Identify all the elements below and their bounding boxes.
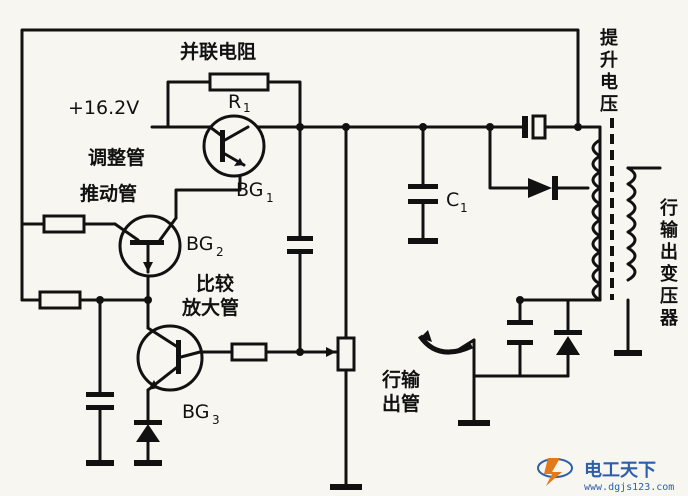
label-flyback-char-2: 输	[660, 219, 679, 241]
potentiometer-wiper	[326, 347, 336, 357]
flyback-primary-coil	[591, 138, 602, 302]
capacitor-c1	[408, 184, 438, 204]
label-boost-voltage-char-1: 提	[600, 27, 619, 49]
transistor-bg3	[136, 324, 204, 392]
label-boost-voltage-char-4: 压	[600, 94, 618, 115]
label-bg2: BG 2	[186, 233, 224, 259]
capacitor-feedback	[287, 236, 313, 254]
capacitor-left	[86, 392, 114, 410]
label-boost-voltage: 提 升 电 压	[600, 27, 619, 115]
label-r1-letter: R	[228, 91, 241, 113]
flyback-secondary-coil	[626, 166, 662, 282]
label-bg2-letters: BG	[186, 233, 213, 255]
watermark-brand: 电工天下	[584, 459, 656, 481]
label-bg3-letters: BG	[182, 401, 209, 423]
label-flyback-char-3: 出	[660, 241, 678, 263]
watermark-url: www.dgjs123.com	[584, 482, 674, 493]
watermark-logo	[537, 458, 573, 486]
label-parallel-resistor: 并联电阻	[180, 40, 256, 63]
watermark: 电工天下 www.dgjs123.com	[537, 458, 674, 493]
resistor-r1	[208, 72, 270, 92]
label-comparator-line2: 放大管	[181, 296, 239, 319]
label-c1-letter: C	[446, 189, 459, 211]
label-line-output-line1: 行输	[381, 368, 421, 391]
transistor-bg1	[202, 114, 266, 178]
line-output-tube	[417, 330, 476, 355]
label-c1: C 1	[446, 189, 468, 215]
diode-damper	[554, 330, 582, 355]
label-regulator-tube: 调整管	[88, 146, 145, 169]
resistor-base	[230, 342, 268, 362]
resistor-bias	[38, 290, 82, 310]
label-boost-voltage-char-3: 电	[600, 71, 618, 93]
label-c1-sub: 1	[460, 201, 468, 215]
capacitor-bottom	[507, 320, 533, 345]
label-flyback-char-5: 压	[660, 286, 678, 307]
label-flyback-transformer: 行 输 出 变 压 器	[659, 197, 679, 329]
junction-dots	[96, 123, 582, 356]
label-bg1: BG 1	[236, 179, 274, 205]
label-bg3-sub: 3	[212, 413, 220, 427]
label-bg1-sub: 1	[266, 191, 274, 205]
label-boost-voltage-char-2: 升	[600, 50, 618, 71]
capacitor-top	[522, 114, 547, 140]
label-comparator-line1: 比较	[196, 272, 234, 295]
diode-zener	[134, 420, 162, 442]
label-supply-voltage: +16.2V	[68, 97, 139, 119]
ground-symbols	[86, 238, 642, 490]
label-flyback-char-1: 行	[659, 197, 678, 219]
potentiometer	[336, 336, 356, 372]
label-driver-tube: 推动管	[80, 182, 137, 205]
label-bg1-letters: BG	[236, 179, 263, 201]
wires	[20, 28, 630, 488]
diode-boost	[528, 176, 558, 200]
label-line-output-line2: 出管	[382, 392, 420, 415]
label-flyback-char-6: 器	[659, 308, 679, 329]
label-r1-sub: 1	[243, 101, 251, 115]
label-bg3: BG 3	[182, 401, 220, 427]
transistor-bg2	[113, 214, 182, 278]
label-r1: R 1	[228, 91, 251, 115]
resistor-driver	[42, 214, 86, 234]
label-bg2-sub: 2	[216, 245, 224, 259]
label-flyback-char-4: 变	[660, 263, 678, 285]
